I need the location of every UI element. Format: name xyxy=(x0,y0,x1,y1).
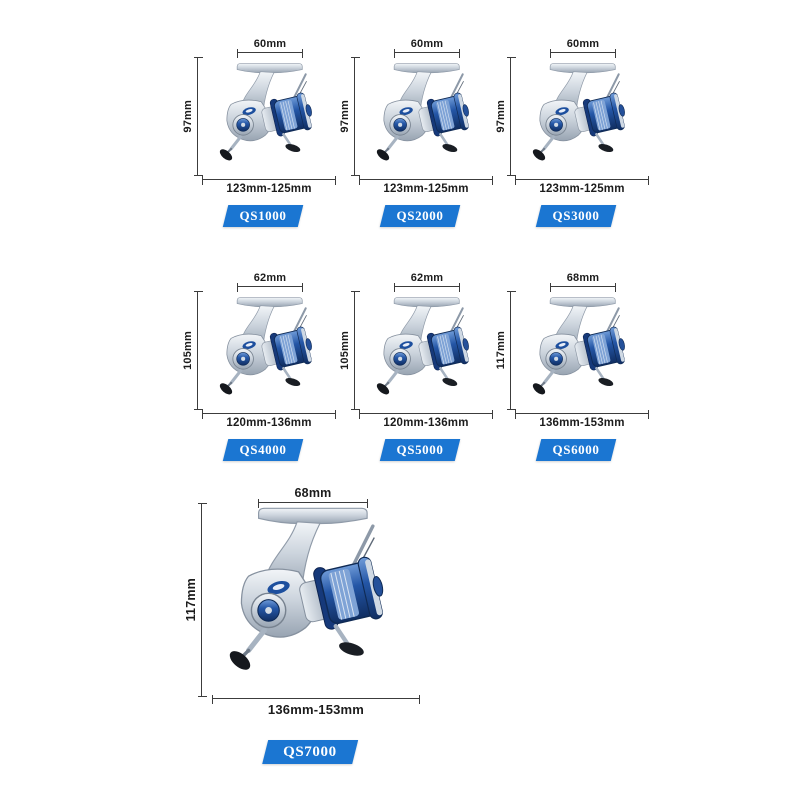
spinning-reel-image xyxy=(521,296,641,408)
dimension-length: 123mm-125mm xyxy=(515,176,649,195)
height-label: 105mm xyxy=(182,331,194,370)
length-label: 120mm-136mm xyxy=(383,417,469,429)
dimension-line-bottom xyxy=(202,176,336,185)
model-badge: QS7000 xyxy=(262,740,358,764)
dimension-height: 117mm xyxy=(495,291,516,410)
spinning-reel-image xyxy=(208,296,328,408)
dimension-line-left xyxy=(197,503,207,697)
model-name: QS5000 xyxy=(396,442,444,457)
dimension-foot-width: 60mm xyxy=(550,38,616,58)
dimension-height: 97mm xyxy=(339,57,360,176)
foot-width-label: 60mm xyxy=(566,38,600,50)
dimension-length: 120mm-136mm xyxy=(359,410,493,429)
spinning-reel-image xyxy=(521,62,641,174)
foot-width-label: 68mm xyxy=(566,272,600,284)
dimension-line-bottom xyxy=(359,410,493,419)
length-label: 136mm-153mm xyxy=(539,417,625,429)
height-label: 97mm xyxy=(495,100,507,133)
model-badge: QS3000 xyxy=(535,205,617,227)
dimension-line-left xyxy=(350,291,360,410)
height-label: 97mm xyxy=(339,100,351,133)
height-label: 117mm xyxy=(495,331,507,370)
dimension-foot-width: 68mm xyxy=(550,272,616,292)
model-badge: QS1000 xyxy=(222,205,304,227)
dimension-foot-width: 62mm xyxy=(237,272,303,292)
dimension-line-top xyxy=(550,283,616,292)
dimension-line-bottom xyxy=(515,410,649,419)
dimension-line-left xyxy=(193,291,203,410)
figure-qs7000: 68mm 117mm 136mm-153mm QS7000 xyxy=(160,486,460,778)
model-name: QS4000 xyxy=(239,442,287,457)
dimension-length: 120mm-136mm xyxy=(202,410,336,429)
figure-qs3000: 60mm 97mm 123mm-125mm QS3000 xyxy=(491,38,661,234)
foot-width-label: 62mm xyxy=(410,272,444,284)
figure-qs4000: 62mm 105mm 120mm-136mm QS4000 xyxy=(178,272,348,468)
spinning-reel-image xyxy=(210,506,410,692)
dimension-height: 97mm xyxy=(495,57,516,176)
length-label: 123mm-125mm xyxy=(383,183,469,195)
dimension-foot-width: 62mm xyxy=(394,272,460,292)
dimension-line-top xyxy=(237,283,303,292)
dimension-line-bottom xyxy=(359,176,493,185)
height-label: 97mm xyxy=(182,100,194,133)
figure-qs6000: 68mm 117mm 136mm-153mm QS6000 xyxy=(491,272,661,468)
model-name: QS6000 xyxy=(552,442,600,457)
dimension-line-bottom xyxy=(515,176,649,185)
length-label: 136mm-153mm xyxy=(267,702,365,717)
length-label: 123mm-125mm xyxy=(539,183,625,195)
model-badge: QS4000 xyxy=(222,439,304,461)
dimension-foot-width: 68mm xyxy=(258,486,368,508)
model-badge: QS2000 xyxy=(379,205,461,227)
dimension-line-top xyxy=(550,49,616,58)
spinning-reel-image xyxy=(365,62,485,174)
foot-width-label: 60mm xyxy=(253,38,287,50)
length-label: 123mm-125mm xyxy=(226,183,312,195)
foot-width-label: 68mm xyxy=(294,486,332,500)
dimension-line-left xyxy=(350,57,360,176)
length-label: 120mm-136mm xyxy=(226,417,312,429)
spinning-reel-image xyxy=(365,296,485,408)
dimension-line-left xyxy=(506,291,516,410)
dimension-line-top xyxy=(394,49,460,58)
dimension-height: 105mm xyxy=(182,291,203,410)
model-name: QS3000 xyxy=(552,208,600,223)
dimension-length: 136mm-153mm xyxy=(212,695,420,717)
model-name: QS7000 xyxy=(283,744,337,760)
figure-qs2000: 60mm 97mm 123mm-125mm QS2000 xyxy=(335,38,505,234)
model-name: QS1000 xyxy=(239,208,287,223)
figure-qs1000: 60mm 97mm 123mm-125mm QS1000 xyxy=(178,38,348,234)
dimension-height: 105mm xyxy=(339,291,360,410)
model-badge: QS5000 xyxy=(379,439,461,461)
height-label: 105mm xyxy=(339,331,351,370)
dimension-length: 136mm-153mm xyxy=(515,410,649,429)
dimension-length: 123mm-125mm xyxy=(359,176,493,195)
foot-width-label: 60mm xyxy=(410,38,444,50)
dimension-line-top xyxy=(394,283,460,292)
spinning-reel-image xyxy=(208,62,328,174)
dimension-foot-width: 60mm xyxy=(394,38,460,58)
dimension-length: 123mm-125mm xyxy=(202,176,336,195)
dimension-line-top xyxy=(237,49,303,58)
dimension-foot-width: 60mm xyxy=(237,38,303,58)
model-name: QS2000 xyxy=(396,208,444,223)
dimension-line-left xyxy=(193,57,203,176)
foot-width-label: 62mm xyxy=(253,272,287,284)
dimension-height: 117mm xyxy=(184,503,207,697)
dimension-line-top xyxy=(258,499,368,508)
height-label: 117mm xyxy=(184,578,198,622)
model-badge: QS6000 xyxy=(535,439,617,461)
dimension-line-bottom xyxy=(202,410,336,419)
dimension-line-left xyxy=(506,57,516,176)
dimension-height: 97mm xyxy=(182,57,203,176)
figure-qs5000: 62mm 105mm 120mm-136mm QS5000 xyxy=(335,272,505,468)
dimension-line-bottom xyxy=(212,695,420,704)
